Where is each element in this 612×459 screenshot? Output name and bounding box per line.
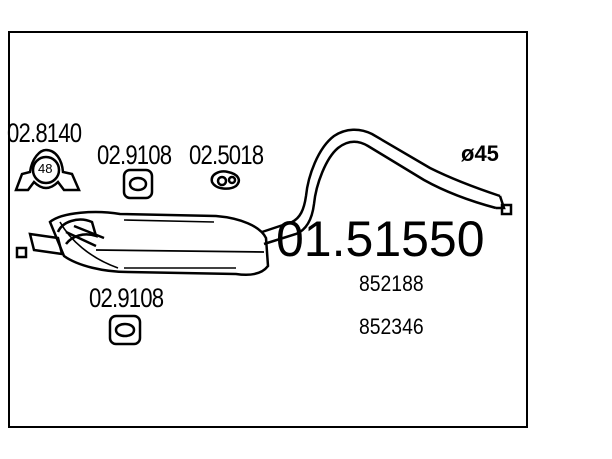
mount-icon <box>210 170 240 190</box>
hanger-bottom-icon <box>108 314 142 346</box>
diameter-label: ø45 <box>461 141 499 166</box>
rear-silencer <box>48 210 270 276</box>
main-part-number: 01.51550 <box>276 211 485 267</box>
exhaust-inlet-pipe <box>15 218 105 259</box>
clamp-icon <box>14 148 81 192</box>
hanger-top-icon <box>122 168 154 200</box>
drawing-frame <box>8 31 528 428</box>
mount-part-code: 02.5018 <box>189 140 264 170</box>
hanger-bottom-part-code: 02.9108 <box>89 283 164 313</box>
oem-reference-1: 852188 <box>359 271 424 296</box>
tail-pipe <box>261 128 513 246</box>
oem-reference-2: 852346 <box>359 314 424 339</box>
clamp-part-code: 02.8140 <box>7 118 82 148</box>
clamp-size-label: 48 <box>38 161 53 176</box>
hanger-top-part-code: 02.9108 <box>97 140 172 170</box>
